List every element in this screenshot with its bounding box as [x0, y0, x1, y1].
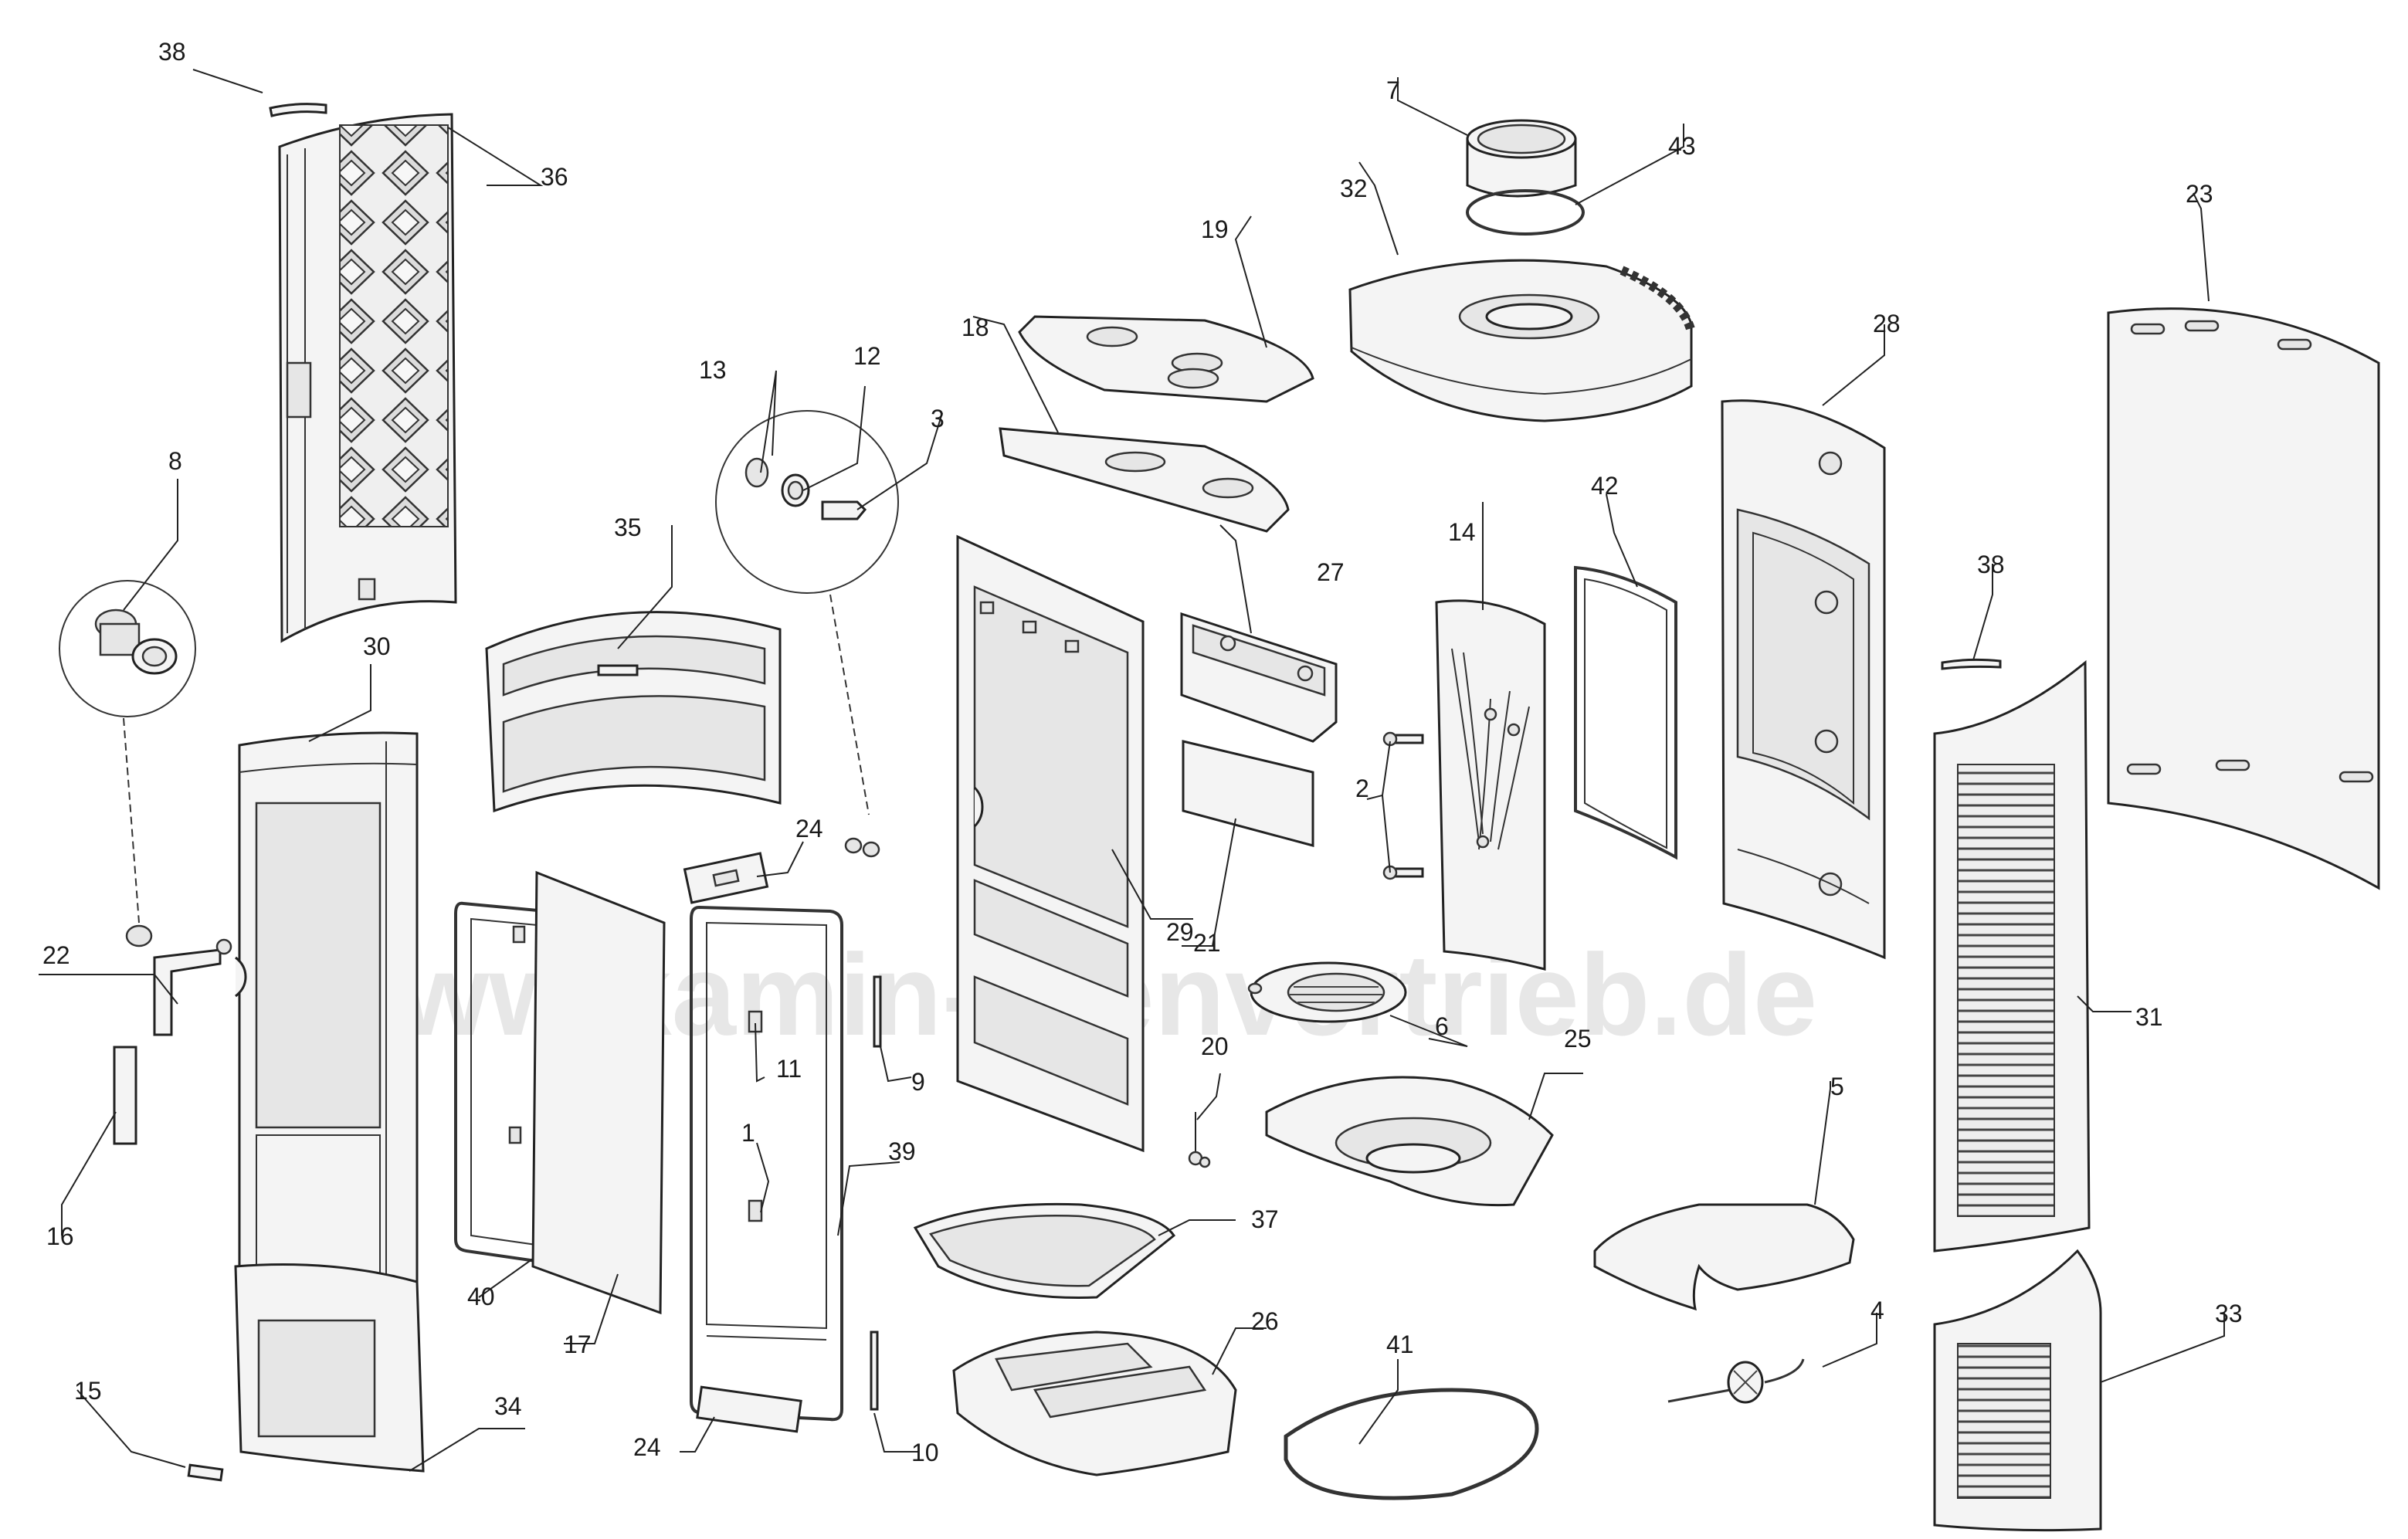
part-7-flue-collar — [1466, 119, 1577, 198]
callout-27: 27 — [1317, 558, 1345, 586]
part-41-wire-handle — [1284, 1388, 1539, 1500]
callout-3: 3 — [931, 405, 945, 432]
callout-22: 22 — [42, 941, 70, 969]
callout-24-bottom: 24 — [633, 1433, 661, 1461]
callout-41: 41 — [1386, 1331, 1414, 1358]
callout-19: 19 — [1201, 215, 1229, 243]
callout-4: 4 — [1870, 1297, 1884, 1324]
callout-34: 34 — [494, 1392, 522, 1420]
callout-18: 18 — [962, 314, 989, 341]
part-17-glass-pane — [531, 870, 666, 1315]
callout-40: 40 — [467, 1283, 495, 1310]
callout-37: 37 — [1251, 1205, 1279, 1233]
part-43-ring-gasket — [1466, 189, 1585, 236]
callout-12: 12 — [853, 342, 881, 370]
callout-25: 25 — [1564, 1025, 1592, 1053]
part-5-floor-plate — [1593, 1203, 1855, 1311]
callout-38-top-left: 38 — [158, 38, 186, 66]
part-38-top-cap-left — [269, 103, 327, 117]
callout-39: 39 — [888, 1137, 916, 1165]
part-26-ash-drawer — [952, 1331, 1237, 1476]
callout-24-top: 24 — [795, 815, 823, 842]
part-24-clip-top — [683, 852, 769, 904]
part-21-deflector-plate — [1182, 740, 1314, 847]
callout-23: 23 — [2186, 180, 2213, 208]
callout-32: 32 — [1340, 175, 1368, 202]
callout-5: 5 — [1830, 1073, 1844, 1100]
part-28-rear-frame — [1721, 399, 1886, 960]
part-4-spring-handle — [1667, 1358, 1805, 1404]
part-29-stove-body-frame — [956, 534, 1145, 1153]
part-23-heat-shield — [2107, 307, 2380, 890]
callout-10: 10 — [911, 1439, 939, 1466]
part-19-baffle-plate — [1018, 315, 1314, 403]
part-8-detail-circle — [59, 580, 196, 947]
callout-1: 1 — [741, 1119, 755, 1147]
part-36-side-panel-lattice — [278, 113, 457, 643]
part-25-fire-bowl — [1265, 1076, 1554, 1207]
callout-36: 36 — [541, 163, 568, 191]
callout-14: 14 — [1448, 518, 1476, 546]
part-6-grate — [1247, 961, 1407, 1023]
callout-33: 33 — [2215, 1300, 2243, 1327]
part-31-louvered-side-panel — [1933, 659, 2091, 1253]
part-38-top-cap-right — [1941, 658, 2002, 670]
part-16-plate — [113, 1046, 137, 1145]
callout-35: 35 — [614, 514, 642, 541]
part-2-screws — [1382, 731, 1424, 880]
part-9-pin — [873, 975, 882, 1048]
part-10-pin — [870, 1331, 879, 1411]
part-14-deflector-panel — [1435, 599, 1546, 971]
leader-lines — [39, 69, 2225, 1472]
callout-26: 26 — [1251, 1307, 1279, 1335]
callout-13: 13 — [699, 356, 727, 384]
callout-20: 20 — [1201, 1032, 1229, 1060]
callout-7: 7 — [1386, 76, 1400, 104]
part-15-badge — [187, 1463, 224, 1482]
callout-labels: 38 36 8 30 22 16 15 34 40 17 13 12 3 35 … — [42, 38, 2243, 1466]
part-32-top-plate — [1348, 259, 1696, 422]
callout-2: 2 — [1355, 775, 1369, 802]
part-20-screw — [1188, 1112, 1211, 1168]
callout-28: 28 — [1873, 310, 1901, 337]
callout-21: 21 — [1193, 929, 1221, 957]
callout-42: 42 — [1591, 472, 1619, 500]
callout-9: 9 — [911, 1068, 925, 1096]
callout-8: 8 — [168, 447, 182, 475]
callout-15: 15 — [74, 1377, 102, 1405]
part-24-clip-bottom — [696, 1385, 802, 1433]
part-27-bracket — [1180, 612, 1338, 743]
callout-11: 11 — [776, 1055, 802, 1083]
part-30-front-frame — [235, 731, 419, 1299]
callout-29: 29 — [1166, 918, 1194, 946]
part-33-lower-louvered-panel — [1933, 1249, 2102, 1532]
part-34-lower-front-panel — [234, 1263, 425, 1473]
part-35-firebox-back — [485, 611, 782, 813]
callout-31: 31 — [2135, 1003, 2163, 1031]
part-39-door-frame — [690, 905, 843, 1422]
callout-17: 17 — [564, 1331, 592, 1358]
callout-38-right: 38 — [1977, 551, 2005, 578]
callout-43: 43 — [1668, 132, 1696, 160]
callout-16: 16 — [46, 1222, 74, 1250]
part-42-gasket-frame — [1574, 565, 1677, 860]
callout-6: 6 — [1435, 1012, 1449, 1040]
part-37-ash-pan — [913, 1202, 1176, 1299]
part-22-hinge-bracket — [153, 938, 232, 1036]
part-18-baffle-plate — [999, 427, 1290, 533]
callout-30: 30 — [363, 632, 391, 660]
